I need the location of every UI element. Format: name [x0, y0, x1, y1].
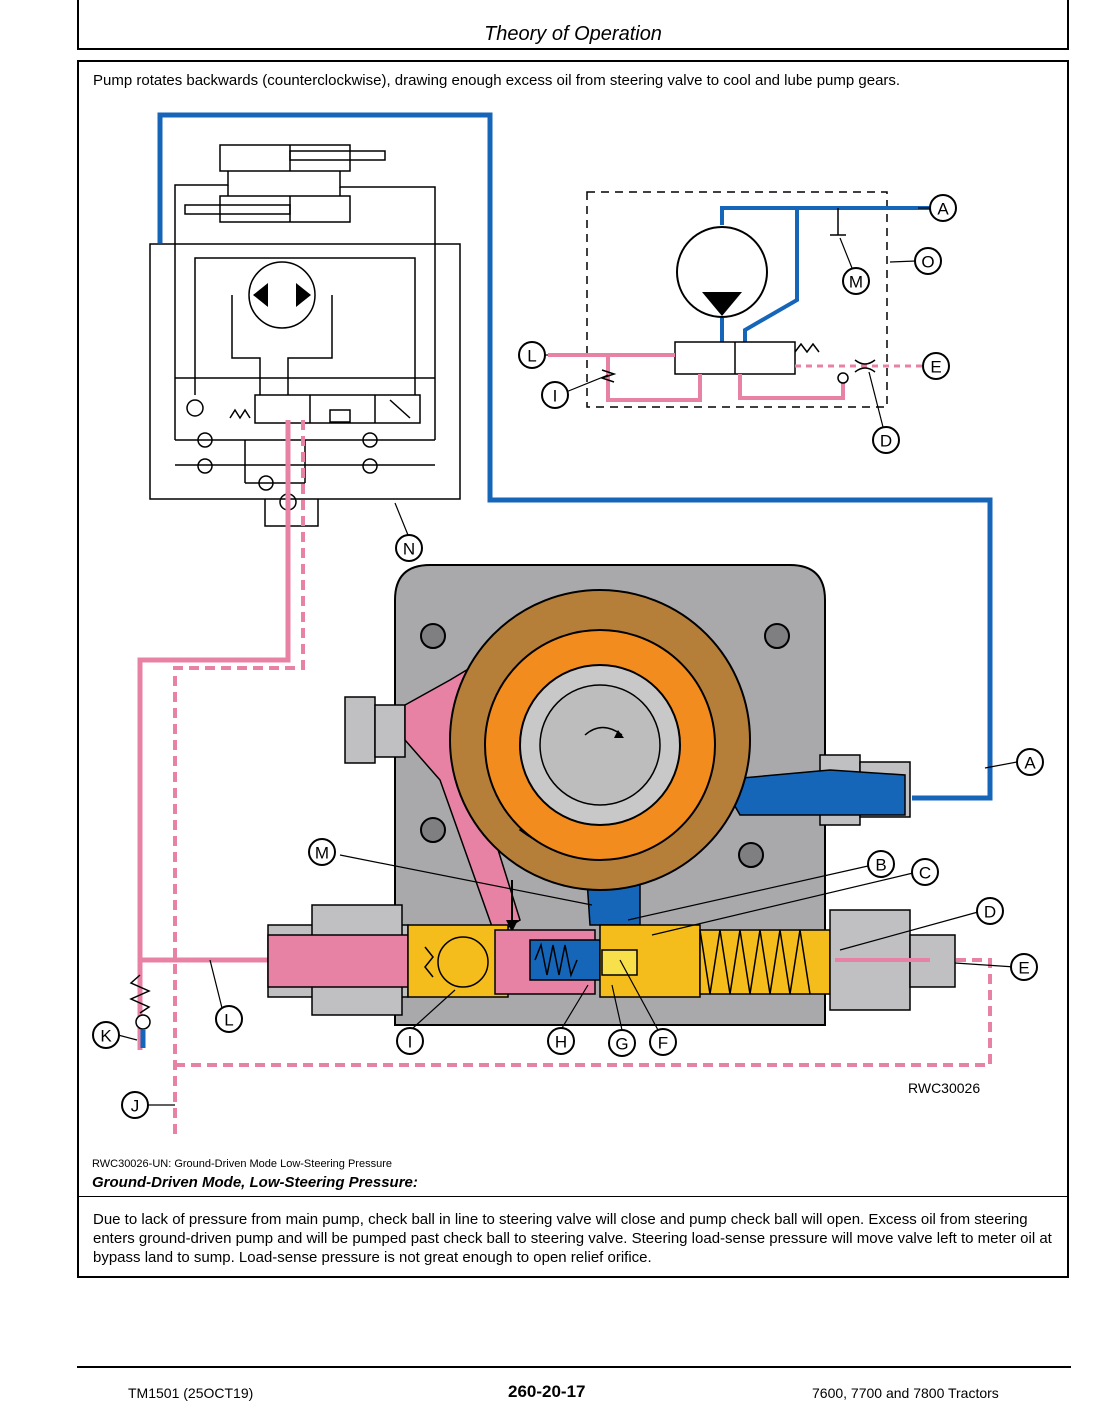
footer-doc-id: TM1501 (25OCT19) [128, 1385, 254, 1401]
svg-text:D: D [880, 432, 892, 451]
svg-text:I: I [553, 387, 558, 406]
callout-schematic-e: E [922, 352, 950, 380]
footer-page-number: 260-20-17 [508, 1382, 586, 1401]
callout-pump-e: E [1010, 953, 1038, 981]
motor-arrow-left-icon [253, 283, 268, 307]
gerotor-gears [449, 589, 751, 891]
svg-text:L: L [527, 347, 536, 366]
check-ball-k-icon [135, 1014, 151, 1030]
svg-text:L: L [224, 1011, 233, 1030]
svg-text:J: J [131, 1097, 140, 1116]
steering-valve-schematic [149, 144, 461, 527]
callout-schematic-o: O [914, 247, 942, 275]
svg-text:C: C [919, 864, 931, 883]
svg-text:H: H [555, 1033, 567, 1052]
intro-text: Pump rotates backwards (counterclockwise… [93, 72, 901, 89]
callout-pump-d: D [976, 897, 1004, 925]
pink-return-line-e [175, 958, 992, 1067]
svg-text:E: E [930, 358, 941, 377]
line-a-pressure [157, 112, 993, 801]
callout-pump-i: I [396, 1027, 424, 1055]
svg-text:B: B [875, 856, 886, 875]
callout-pump-j: J [121, 1091, 149, 1119]
svg-text:G: G [615, 1035, 628, 1054]
callout-pump-a: A [1016, 748, 1044, 776]
caption-divider [77, 1196, 1069, 1197]
callout-pump-g: G [608, 1029, 636, 1057]
motor-arrow-right-icon [296, 283, 311, 307]
figure-frame [77, 60, 1069, 1278]
svg-text:A: A [937, 200, 949, 219]
description-text: Due to lack of pressure from main pump, … [93, 1211, 1052, 1266]
callout-pump-m: M [308, 838, 336, 866]
svg-text:F: F [658, 1034, 668, 1053]
callout-schematic-d: D [872, 426, 900, 454]
callout-pump-k: K [92, 1021, 120, 1049]
svg-text:D: D [984, 903, 996, 922]
svg-text:K: K [100, 1027, 112, 1046]
svg-text:M: M [315, 844, 329, 863]
callout-schematic-a: A [929, 194, 957, 222]
svg-text:N: N [403, 540, 415, 559]
callout-schematic-i: I [541, 381, 569, 409]
callout-pump-c: C [911, 858, 939, 886]
footer-product: 7600, 7700 and 7800 Tractors [812, 1385, 999, 1401]
callout-pump-h: H [547, 1027, 575, 1055]
svg-text:E: E [1018, 959, 1029, 978]
callout-pump-l: L [215, 1005, 243, 1033]
callout-schematic-m: M [842, 267, 870, 295]
svg-text:I: I [408, 1033, 413, 1052]
pink-return-line-j [173, 420, 305, 1135]
svg-text:O: O [921, 253, 934, 272]
svg-text:M: M [849, 273, 863, 292]
header-box: Theory of Operation [77, 0, 1069, 50]
relief-valve-assembly [267, 904, 956, 1016]
callout-schematic-l: L [518, 341, 546, 369]
callout-pump-f: F [649, 1028, 677, 1056]
callout-n: N [395, 534, 423, 562]
callout-pump-b: B [867, 850, 895, 878]
figure-code: RWC30026 [908, 1080, 981, 1096]
svg-text:A: A [1024, 754, 1036, 773]
footer-rule [77, 1366, 1071, 1368]
pink-pressure-line [137, 420, 291, 963]
relief-spring-icon [129, 974, 151, 1014]
leader-lines [117, 207, 1018, 1106]
page-title: Theory of Operation [484, 23, 662, 45]
figure-caption-id: RWC30026-UN: Ground-Driven Mode Low-Stee… [92, 1158, 392, 1170]
hydraulic-diagram: A O M L E I D N A M B C D E L K I H G F … [92, 112, 1044, 1135]
figure-caption-title: Ground-Driven Mode, Low-Steering Pressur… [92, 1174, 418, 1191]
pump-schematic [548, 191, 930, 408]
